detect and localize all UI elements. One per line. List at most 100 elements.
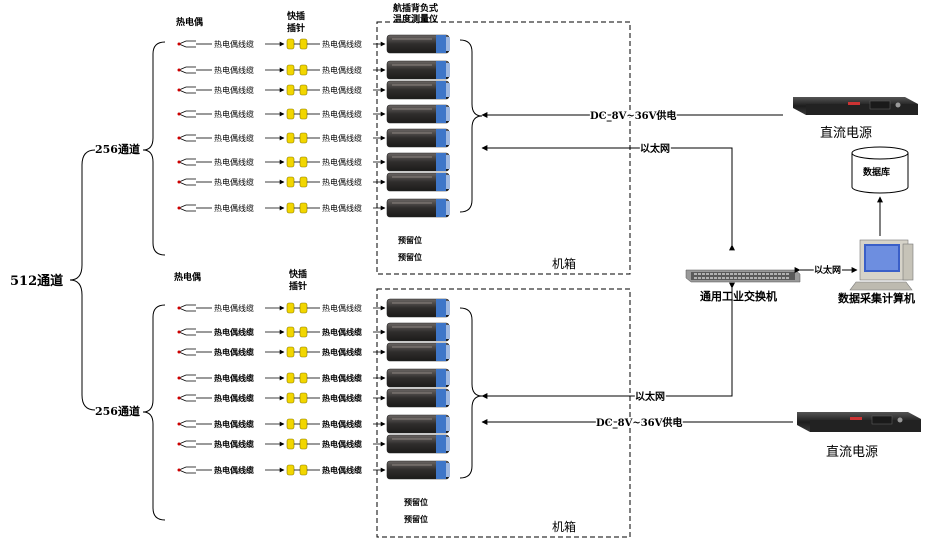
channel-row: 热电偶线缆热电偶线缆 [177,388,450,408]
pin-icon [299,464,308,476]
instrument-end [446,37,450,51]
thermocouple-icon [178,178,196,186]
instrument-end [446,201,450,215]
thermocouple-icon [178,420,196,428]
cable-label-right: 热电偶线缆 [322,327,362,337]
thermocouple-tip [177,396,181,400]
unit-1-reserve-1: 预留位 [398,235,422,245]
plug-icon [286,464,295,476]
thermocouple-icon [178,348,196,356]
thermocouple-icon [178,466,196,474]
pin-icon [299,84,308,96]
instrument-end [446,417,450,431]
switch-label: 通用工业交换机 [700,289,777,303]
thermocouple-icon [178,304,196,312]
cable-label-left: 热电偶线缆 [214,65,254,75]
unit-1-plug-header-1: 快插 [287,10,305,22]
channel-row: 热电偶线缆 热电偶线缆 [177,172,450,192]
instrument-cap [436,435,446,453]
instrument-cap [436,105,446,123]
instrument-end [446,371,450,385]
power-supply-1-label: 直流电源 [820,126,872,141]
instrument-end [446,175,450,189]
instrument-end [446,107,450,121]
channel-row: 热电偶线缆热电偶线缆 [177,368,450,388]
unit-1-plug-header-2: 插针 [287,22,305,34]
thermocouple-tip [177,160,181,164]
channel-row: 热电偶线缆 热电偶线缆 [177,80,450,100]
thermocouple-icon [178,40,196,48]
pin-icon [299,302,308,314]
cable-label-right: 热电偶线缆 [322,85,362,95]
cable-label-left: 热电偶线缆 [214,347,254,357]
thermocouple-tip [177,42,181,46]
unit-1-instrument-header-1: 航插背负式 [393,2,438,14]
unit-2-ethernet-label: 以太网 [635,390,665,403]
thermocouple-tip [177,68,181,72]
channel-row: 热电偶线缆 热电偶线缆 [177,298,450,318]
cable-label-left: 热电偶线缆 [214,39,254,49]
cable-label-left: 热电偶线缆 [214,303,254,313]
thermocouple-tip [177,350,181,354]
cable-label-right: 热电偶线缆 [322,177,362,187]
instrument-cap [436,35,446,53]
channel-row: 热电偶线缆 热电偶线缆 [177,342,450,362]
unit-2-ethernet-line [481,282,735,399]
plug-icon [286,418,295,430]
unit-2: 256通道 热电偶 快插 插针 热电偶线缆热电偶线缆热电偶线缆热电偶线缆热电偶线… [95,268,631,538]
thermocouple-tip [177,442,181,446]
channel-row: 热电偶线缆热电偶线缆 [177,434,450,454]
unit-1-instrument-header-2: 温度测量仪 [393,13,439,25]
cable-label-right: 热电偶线缆 [322,303,362,313]
unit-2-brace [142,304,166,521]
cable-label-right: 热电偶线缆 [322,419,362,429]
database: 数据库 [851,146,909,194]
plug-icon [286,392,295,404]
thermocouple-tip [177,422,181,426]
power-supply-2: 直流电源 [797,412,921,460]
cable-label-left: 热电偶线缆 [214,109,254,119]
power-supply-1: 直流电源 [793,97,918,141]
unit-1-channels: 256通道 [95,142,140,156]
cable-label-right: 热电偶线缆 [322,347,362,357]
unit-2-channels: 256通道 [95,404,140,418]
thermocouple-icon [178,134,196,142]
channel-row: 热电偶线缆热电偶线缆 [177,152,450,172]
plug-icon [286,438,295,450]
cable-label-left: 热电偶线缆 [214,203,254,213]
instrument-cap [436,369,446,387]
instrument-end [446,463,450,477]
pin-icon [299,346,308,358]
thermocouple-tip [177,180,181,184]
instrument-end [446,437,450,451]
instrument-end [446,131,450,145]
pin-icon [299,372,308,384]
instrument-cap [436,129,446,147]
channel-row: 热电偶线缆热电偶线缆 [177,34,450,54]
cable-label-right: 热电偶线缆 [322,439,362,449]
pin-icon [299,132,308,144]
plug-icon [286,202,295,214]
thermocouple-tip [177,330,181,334]
unit-1-reserve-2: 预留位 [398,252,422,262]
pc-link-label: 以太网 [814,264,841,276]
pin-icon [299,326,308,338]
cable-label-left: 热电偶线缆 [214,85,254,95]
computer: 数据采集计算机 [838,239,915,305]
thermocouple-icon [178,110,196,118]
instrument-cap [436,61,446,79]
unit-1-thermocouple-header: 热电偶 [176,16,203,28]
plug-icon [286,326,295,338]
instrument-cap [436,415,446,433]
cable-label-left: 热电偶线缆 [214,177,254,187]
thermocouple-tip [177,136,181,140]
channel-row: 热电偶线缆热电偶线缆 [177,460,450,480]
pin-icon [299,202,308,214]
thermocouple-icon [178,440,196,448]
instrument-end [446,325,450,339]
thermocouple-tip [177,88,181,92]
cable-label-left: 热电偶线缆 [214,393,254,403]
thermocouple-tip [177,206,181,210]
instrument-cap [436,173,446,191]
thermocouple-icon [178,394,196,402]
